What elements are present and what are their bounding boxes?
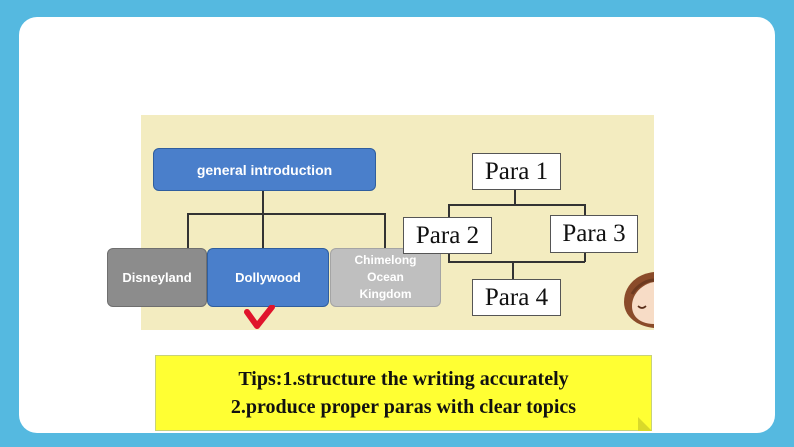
dollywood-label: Dollywood: [235, 270, 301, 285]
character-illustration: [624, 272, 654, 328]
para-connector-bottom: [512, 261, 514, 279]
para-connector-left-down: [448, 254, 450, 262]
para-connector-right-down: [584, 253, 586, 262]
para-2-label: Para 2: [415, 221, 480, 249]
para-connector-left-up: [448, 204, 450, 218]
connector-to-disneyland: [187, 213, 189, 248]
para-2-box: Para 2: [403, 217, 492, 254]
para-connector-top: [514, 190, 516, 204]
para-1-box: Para 1: [472, 153, 561, 190]
general-introduction-box: general introduction: [153, 148, 376, 191]
disneyland-label: Disneyland: [122, 270, 192, 285]
para-3-box: Para 3: [550, 215, 638, 253]
connector-horizontal: [187, 213, 385, 215]
dollywood-box: Dollywood: [207, 248, 329, 307]
para-connector-upper-horizontal: [448, 204, 585, 206]
chimelong-box: Chimelong Ocean Kingdom: [330, 248, 441, 307]
folded-corner: [638, 417, 652, 431]
para-connector-lower-horizontal: [448, 261, 585, 263]
check-mark-icon: [244, 305, 275, 329]
tips-box: Tips:1.structure the writing accurately …: [155, 355, 652, 431]
para-1-label: Para 1: [484, 157, 549, 185]
chimelong-label: Chimelong Ocean Kingdom: [354, 253, 417, 301]
para-4-label: Para 4: [484, 283, 549, 311]
para-3-label: Para 3: [562, 220, 626, 247]
tips-line-1: Tips:1.structure the writing accurately: [238, 368, 569, 390]
connector-to-dollywood: [262, 213, 264, 248]
connector-vertical-root: [262, 191, 264, 213]
connector-to-chimelong: [384, 213, 386, 248]
para-4-box: Para 4: [472, 279, 561, 316]
para-connector-right-up: [584, 204, 586, 217]
disneyland-box: Disneyland: [107, 248, 207, 307]
general-introduction-label: general introduction: [196, 161, 333, 178]
tips-line-2: 2.produce proper paras with clear topics: [230, 396, 577, 418]
